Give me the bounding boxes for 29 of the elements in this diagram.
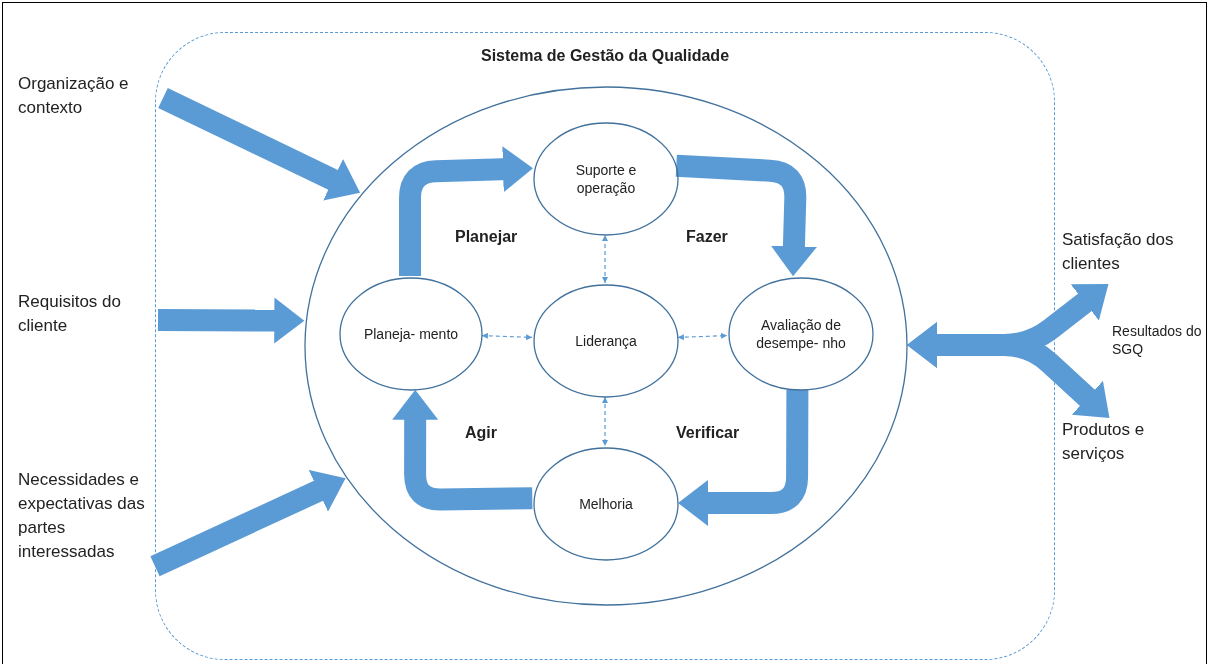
block-arrow (678, 389, 809, 526)
edge-label: Verificar (676, 424, 740, 442)
block-arrow (399, 146, 533, 276)
node-label: Liderança (574, 332, 638, 350)
text-label: Necessidades e expectativas das partes interessadas (18, 469, 146, 563)
edge-label: Planejar (455, 228, 518, 246)
block-arrow (907, 322, 1110, 419)
block-arrow (157, 297, 305, 344)
text-label: Requisitos do cliente (18, 291, 122, 337)
system-boundary (155, 32, 1055, 660)
text-label: Satisfação dos clientes (1062, 229, 1175, 275)
dashed-arrow (602, 396, 608, 447)
node-label: Planeja- mento (362, 325, 460, 343)
node-label: Suporte e operação (574, 161, 638, 197)
text-label: Resultados do SGQ (1112, 322, 1203, 358)
block-arrow (675, 154, 817, 277)
node-label: Melhoria (578, 495, 634, 513)
block-arrow (392, 389, 533, 511)
block-arrow (150, 469, 346, 577)
edge-label: Agir (465, 424, 497, 442)
dashed-arrow (481, 332, 533, 341)
node-label: Avaliação de desempe- nho (755, 316, 847, 352)
block-arrow (158, 88, 361, 201)
dashed-arrow (677, 332, 728, 341)
edge-label: Fazer (686, 228, 728, 246)
text-label: Produtos e serviços (1062, 419, 1146, 465)
text-label: Organização e contexto (18, 73, 130, 119)
dashed-arrow (602, 234, 608, 284)
group-title: Sistema de Gestão da Qualidade (479, 47, 731, 65)
